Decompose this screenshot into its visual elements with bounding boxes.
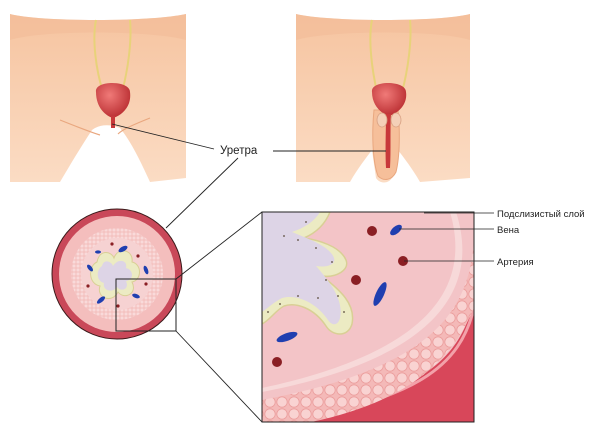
artery-label: Артерия [497,257,534,268]
male-bladder [371,83,407,116]
male-pelvis-illustration [296,14,470,183]
urethra-label: Уретра [220,145,258,157]
male-urethra [385,114,391,168]
cross-section-arteries [86,242,148,308]
tissue-labels: Подслизистый слой Вена Артерия [399,209,585,268]
submucosa-label: Подслизистый слой [497,209,585,220]
female-urethra [111,116,115,128]
zoom-region-box [115,278,177,332]
urethra-callout: Уретра [111,123,386,229]
female-bladder [95,83,131,118]
cross-section-veins [87,245,149,304]
zoom-arteries [272,226,408,367]
zoomed-tissue-panel [261,211,475,423]
vein-label: Вена [497,225,520,236]
zoom-veins [276,224,402,343]
urethra-cross-section [51,208,183,340]
female-pelvis-illustration [10,14,186,182]
